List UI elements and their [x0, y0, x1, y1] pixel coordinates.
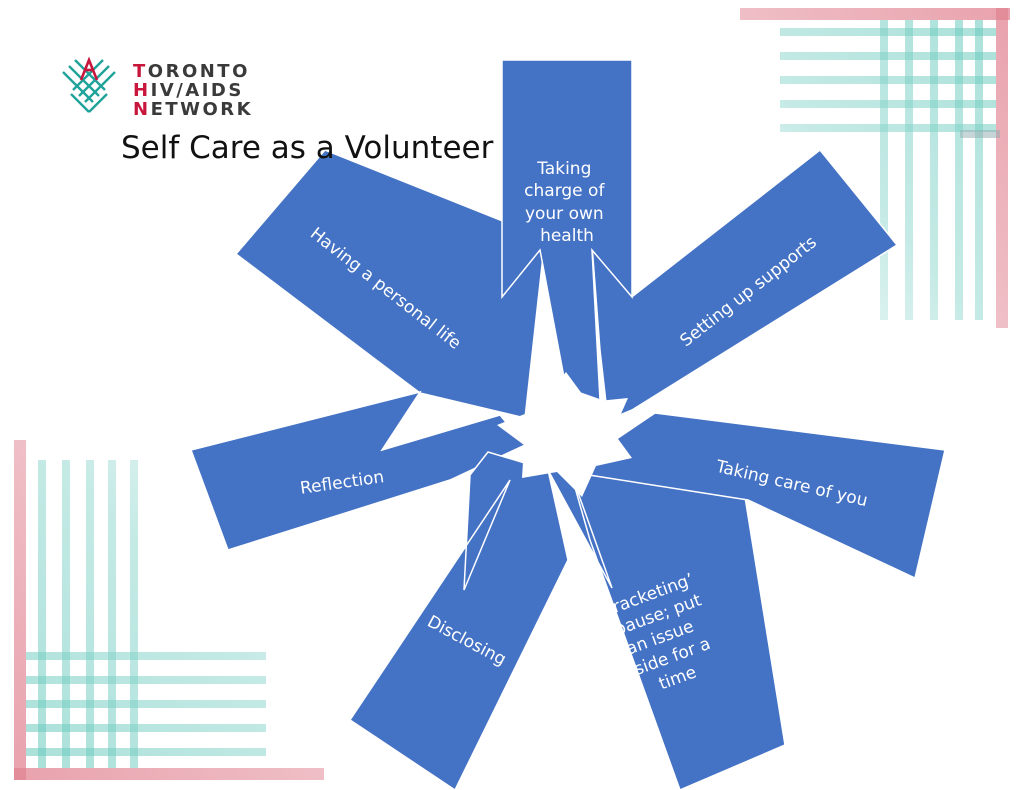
label-taking-charge: Taking charge of your own health	[524, 159, 610, 246]
arm-supports	[591, 148, 899, 422]
logo-mark-icon	[62, 56, 116, 113]
toronto-hiv-aids-network-logo: TORONTO HIV/AIDS NETWORK	[62, 56, 253, 120]
label-bracketing: ‘Bracketing’ - pause; put an issue aside…	[594, 568, 732, 706]
self-care-star-diagram	[190, 59, 946, 790]
logo-line-2: HIV/AIDS	[133, 80, 244, 101]
logo-line-1: TORONTO	[133, 61, 250, 82]
logo-line-3: NETWORK	[133, 99, 253, 120]
arm-disclosing	[348, 451, 569, 790]
arm-health	[501, 59, 633, 402]
slide-title: Self Care as a Volunteer	[121, 130, 494, 166]
star-center	[497, 372, 632, 497]
